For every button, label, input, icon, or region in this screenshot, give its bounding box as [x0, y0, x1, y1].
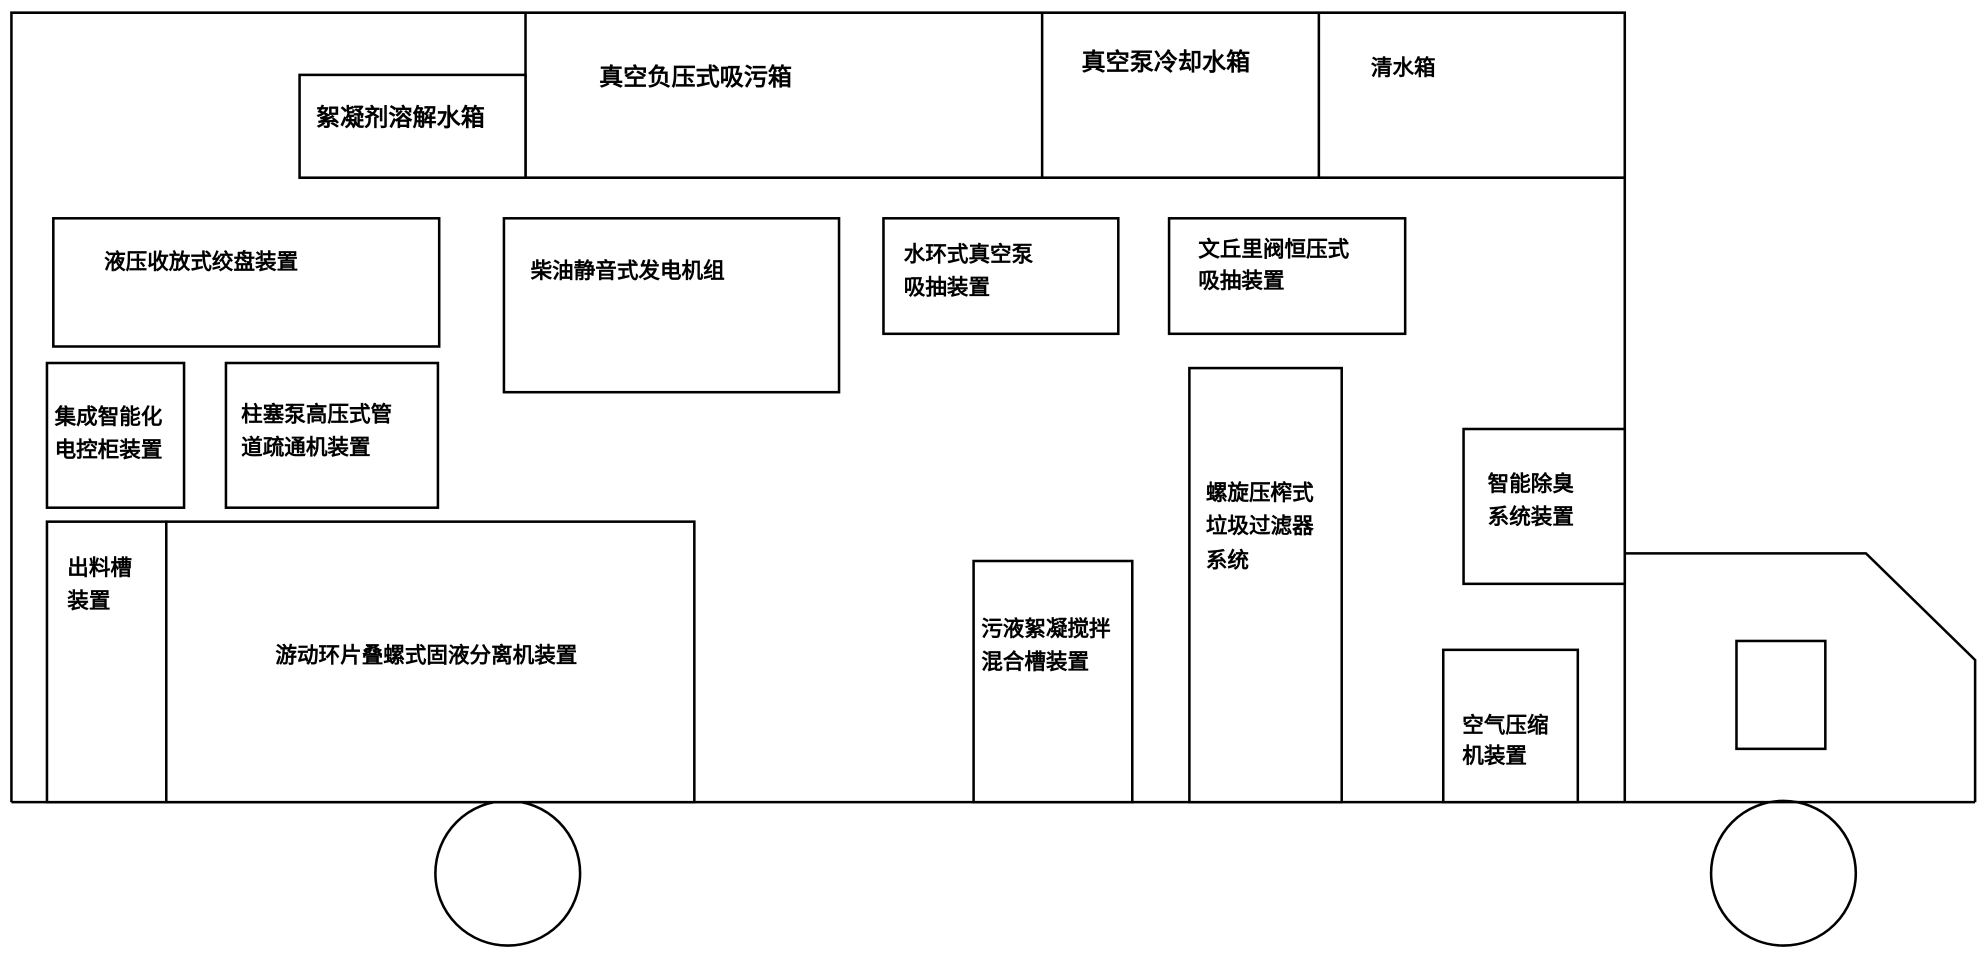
svg-text:机装置: 机装置	[1462, 744, 1527, 769]
venturi-valve-unit: 文丘里阀恒压式 吸抽装置	[1167, 217, 1407, 336]
svg-text:集成智能化: 集成智能化	[54, 404, 163, 430]
svg-text:出料槽: 出料槽	[67, 556, 132, 581]
svg-text:空气压缩: 空气压缩	[1462, 712, 1548, 738]
vacuum-sewage-tank-label: 真空负压式吸污箱	[599, 63, 792, 91]
mixing-tank-unit: 污液絮凝搅拌 混合槽装置	[972, 559, 1134, 804]
svg-text:柱塞泵高压式管: 柱塞泵高压式管	[241, 401, 392, 427]
plunger-pump-unit: 柱塞泵高压式管 道疏通机装置	[224, 361, 440, 509]
svg-text:柴油静音式发电机组: 柴油静音式发电机组	[530, 258, 726, 284]
svg-text:装置: 装置	[67, 589, 110, 614]
svg-text:吸抽装置: 吸抽装置	[904, 275, 990, 300]
rear-wheel	[434, 799, 582, 947]
svg-text:游动环片叠螺式固液分离机装置: 游动环片叠螺式固液分离机装置	[275, 643, 577, 669]
front-wheel	[1709, 799, 1858, 947]
svg-text:道疏通机装置: 道疏通机装置	[241, 434, 370, 460]
svg-text:系统: 系统	[1206, 547, 1250, 573]
svg-text:文丘里阀恒压式: 文丘里阀恒压式	[1198, 236, 1349, 262]
svg-text:水环式真空泵: 水环式真空泵	[904, 241, 1034, 267]
diesel-generator-unit: 柴油静音式发电机组	[502, 217, 841, 394]
water-ring-pump-unit: 水环式真空泵 吸抽装置	[882, 217, 1120, 336]
svg-text:吸抽装置: 吸抽装置	[1198, 269, 1284, 294]
truck-cab	[1623, 552, 1977, 803]
screw-press-filter-unit: 螺旋压榨式 垃圾过滤器 系统	[1188, 366, 1343, 804]
svg-text:污液絮凝搅拌: 污液絮凝搅拌	[981, 616, 1111, 642]
flocculant-tank-box	[298, 73, 527, 179]
svg-text:系统装置: 系统装置	[1488, 504, 1574, 530]
control-cabinet-unit: 集成智能化 电控柜装置	[45, 361, 186, 509]
hydraulic-reel-unit: 液压收放式绞盘装置	[52, 217, 441, 348]
svg-text:螺旋压榨式: 螺旋压榨式	[1206, 480, 1314, 506]
deodorizer-unit: 智能除臭 系统装置	[1462, 427, 1627, 586]
svg-text:电控柜装置: 电控柜装置	[55, 437, 163, 463]
svg-text:智能除臭: 智能除臭	[1488, 471, 1575, 497]
svg-text:垃圾过滤器: 垃圾过滤器	[1206, 513, 1314, 539]
clean-water-tank-label: 清水箱	[1371, 55, 1436, 81]
flocculant-tank-label: 絮凝剂溶解水箱	[316, 104, 485, 132]
screw-separator-unit: 游动环片叠螺式固液分离机装置	[165, 520, 696, 804]
air-compressor-unit: 空气压缩 机装置	[1441, 648, 1580, 804]
pump-cooling-tank-label: 真空泵冷却水箱	[1081, 48, 1250, 76]
svg-text:混合槽装置: 混合槽装置	[981, 649, 1089, 675]
cab-window	[1735, 639, 1827, 751]
discharge-trough-unit: 出料槽 装置	[45, 520, 168, 804]
svg-text:液压收放式绞盘装置: 液压收放式绞盘装置	[104, 249, 298, 275]
